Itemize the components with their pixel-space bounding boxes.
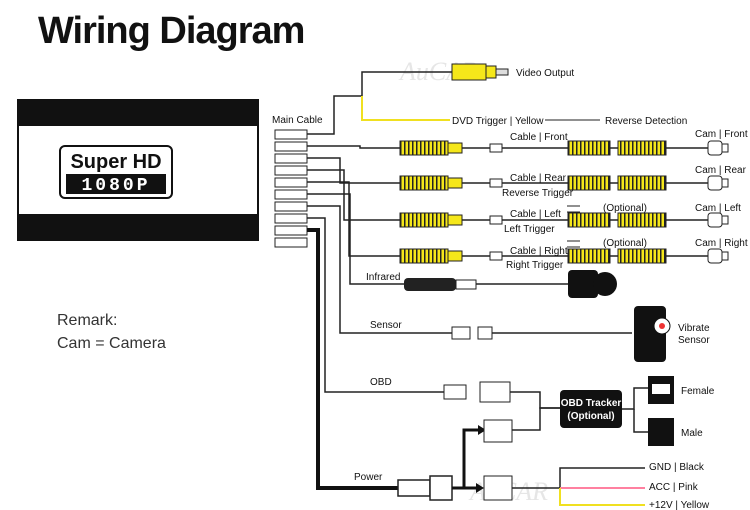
optional-left-label: (Optional): [603, 203, 647, 214]
remark-note: Cam = Camera: [57, 335, 166, 352]
cable-right-label: Cable | Right: [510, 246, 568, 257]
svg-text:OBD Tracker: OBD Tracker: [561, 398, 622, 409]
remark: Remark: Cam = Camera: [57, 309, 166, 355]
video-output-rca: [451, 63, 509, 81]
acc-label: ACC | Pink: [649, 482, 699, 493]
power-label: Power: [354, 472, 383, 483]
cam-left-label: Cam | Left: [695, 203, 741, 214]
optional-right-label: (Optional): [603, 238, 647, 249]
video-output-label: Video Output: [516, 68, 574, 79]
reverse-trigger-label: Reverse Trigger: [502, 188, 574, 199]
remark-heading: Remark:: [57, 312, 118, 329]
obd-female-plug: [648, 376, 674, 404]
cam-rear-label: Cam | Rear: [695, 165, 747, 176]
sensor-connector: [451, 326, 632, 340]
female-label: Female: [681, 386, 715, 397]
device-label-line1: Super HD: [70, 151, 161, 173]
dvd-trigger-wire: [361, 96, 450, 121]
left-trigger-label: Left Trigger: [504, 224, 555, 235]
obd-male-plug: [648, 418, 674, 446]
plus12v-wire: [559, 488, 645, 506]
gnd-wire: [559, 467, 645, 488]
power-connector: [397, 419, 560, 501]
cable-left-label: Cable | Left: [510, 209, 561, 220]
vibrate-sensor-icon: [634, 306, 671, 362]
right-trigger-label: Right Trigger: [506, 260, 564, 271]
power-wire: [307, 228, 398, 490]
wires: [307, 71, 452, 393]
male-label: Male: [681, 428, 703, 439]
obd-tracker-box: OBD Tracker (Optional): [560, 387, 648, 433]
svg-text:(Optional): (Optional): [567, 411, 614, 422]
camera-row-left: [399, 205, 729, 228]
reverse-detection-label: Reverse Detection: [605, 116, 687, 127]
camera-row-rear: [399, 175, 729, 191]
infrared-label: Infrared: [366, 272, 400, 283]
vibrate-sensor-label-2: Sensor: [678, 335, 710, 346]
plus12v-label: +12V | Yellow: [649, 500, 710, 510]
obd-label: OBD: [370, 377, 392, 388]
infrared-receiver: [404, 270, 617, 298]
device-label-line2: 1080P: [81, 176, 150, 196]
camera-row-front: [399, 140, 729, 156]
cam-front-label: Cam | Front: [695, 129, 748, 140]
camera-row-right: [399, 240, 729, 264]
obd-connector: [443, 381, 560, 431]
cable-front-label: Cable | Front: [510, 132, 568, 143]
cable-rear-label: Cable | Rear: [510, 173, 567, 184]
gnd-label: GND | Black: [649, 462, 705, 473]
cam-right-label: Cam | Right: [695, 238, 748, 249]
sensor-label: Sensor: [370, 320, 402, 331]
vibrate-sensor-label-1: Vibrate: [678, 323, 710, 334]
dvd-trigger-label: DVD Trigger | Yellow: [452, 116, 544, 127]
page-title: Wiring Diagram: [38, 10, 305, 52]
main-cable-label: Main Cable: [272, 115, 323, 126]
main-cable-connector: [274, 129, 308, 248]
dvr-box: Super HD 1080P: [17, 99, 259, 241]
